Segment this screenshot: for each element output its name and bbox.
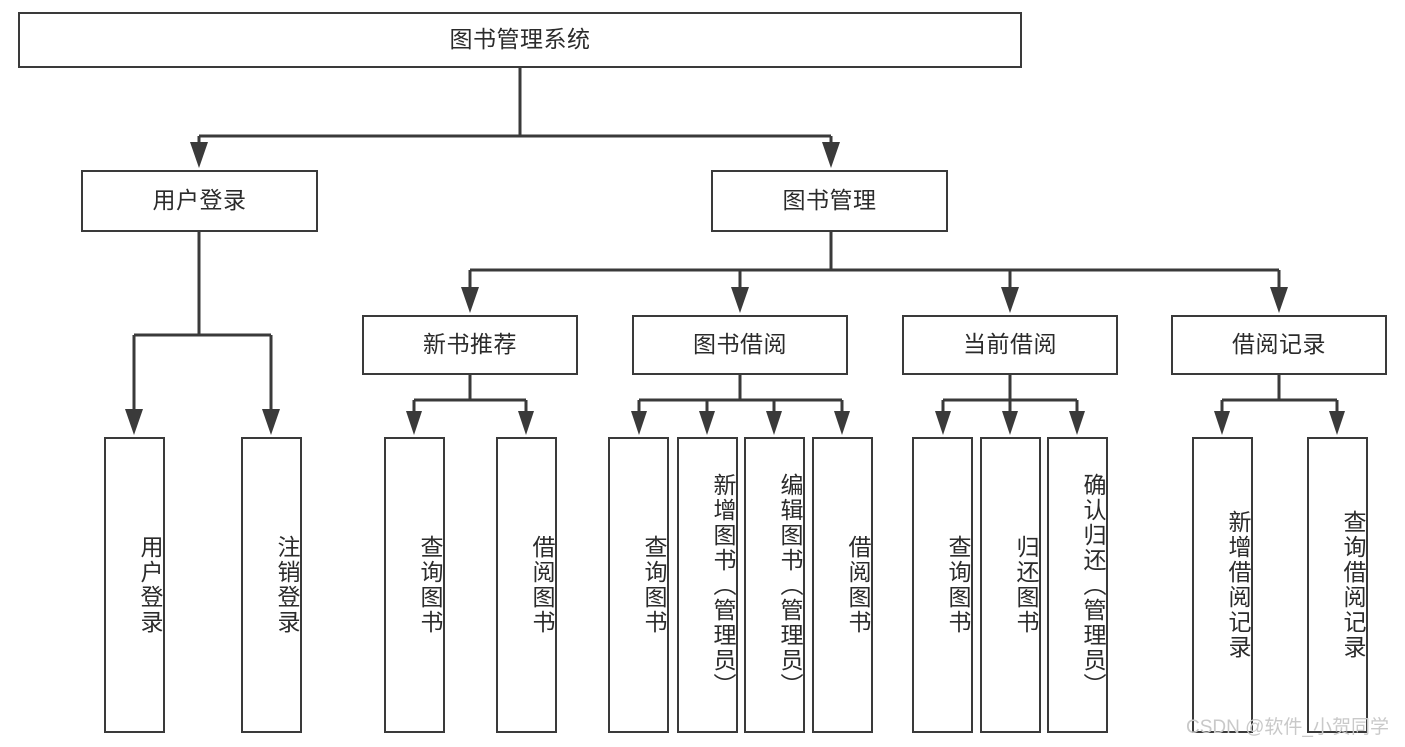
node-user-login[interactable]: 用户登录 <box>81 170 318 232</box>
leaf-label: 注销登录 <box>274 535 300 635</box>
arrow-current-leaf-1 <box>935 411 951 435</box>
leaf-confirm-return[interactable]: 确认归还（管理员） <box>1047 437 1108 733</box>
leaf-label: 借阅图书 <box>845 535 871 635</box>
node-borrow-record[interactable]: 借阅记录 <box>1171 315 1387 375</box>
arrow-userlogin-leaf-2 <box>262 409 280 435</box>
leaf-query-record[interactable]: 查询借阅记录 <box>1307 437 1368 733</box>
arrow-record-leaf-1 <box>1214 411 1230 435</box>
leaf-label: 归还图书 <box>1013 535 1039 635</box>
leaf-label: 借阅图书 <box>529 535 555 635</box>
arrow-record-leaf-2 <box>1329 411 1345 435</box>
arrow-to-user-login <box>190 142 208 168</box>
leaf-label: 用户登录 <box>137 535 163 635</box>
arrow-to-current <box>1001 287 1019 313</box>
arrow-to-borrow <box>731 287 749 313</box>
arrow-userlogin-leaf-1 <box>125 409 143 435</box>
csdn-watermark: CSDN @软件_小贺同学 <box>1186 717 1389 738</box>
node-book-borrow[interactable]: 图书借阅 <box>632 315 848 375</box>
leaf-edit-book[interactable]: 编辑图书（管理员） <box>744 437 805 733</box>
node-book-manage[interactable]: 图书管理 <box>711 170 948 232</box>
leaf-logout-login[interactable]: 注销登录 <box>241 437 302 733</box>
leaf-borrow-book[interactable]: 借阅图书 <box>812 437 873 733</box>
leaf-borrow-book-recommend[interactable]: 借阅图书 <box>496 437 557 733</box>
leaf-query-book-current[interactable]: 查询图书 <box>912 437 973 733</box>
leaf-label: 查询图书 <box>641 535 667 635</box>
arrow-current-leaf-3 <box>1069 411 1085 435</box>
arrow-current-leaf-2 <box>1002 411 1018 435</box>
leaf-label: 查询借阅记录 <box>1340 510 1366 660</box>
arrow-borrow-leaf-4 <box>834 411 850 435</box>
arrow-to-book-manage <box>822 142 840 168</box>
leaf-label: 新增图书（管理员） <box>710 472 736 698</box>
node-current-borrow[interactable]: 当前借阅 <box>902 315 1118 375</box>
leaf-label: 查询图书 <box>945 535 971 635</box>
leaf-user-login[interactable]: 用户登录 <box>104 437 165 733</box>
arrow-to-record <box>1270 287 1288 313</box>
arrow-borrow-leaf-3 <box>766 411 782 435</box>
leaf-label: 确认归还（管理员） <box>1080 472 1106 698</box>
leaf-label: 查询图书 <box>417 535 443 635</box>
leaf-label: 新增借阅记录 <box>1225 510 1251 660</box>
leaf-query-book-recommend[interactable]: 查询图书 <box>384 437 445 733</box>
arrow-recommend-leaf-1 <box>406 411 422 435</box>
arrow-recommend-leaf-2 <box>518 411 534 435</box>
leaf-query-book-borrow[interactable]: 查询图书 <box>608 437 669 733</box>
leaf-return-book[interactable]: 归还图书 <box>980 437 1041 733</box>
leaf-add-record[interactable]: 新增借阅记录 <box>1192 437 1253 733</box>
leaf-add-book[interactable]: 新增图书（管理员） <box>677 437 738 733</box>
arrow-to-recommend <box>461 287 479 313</box>
node-root[interactable]: 图书管理系统 <box>18 12 1022 68</box>
leaf-label: 编辑图书（管理员） <box>777 472 803 698</box>
node-new-book-recommend[interactable]: 新书推荐 <box>362 315 578 375</box>
arrow-borrow-leaf-1 <box>631 411 647 435</box>
arrow-borrow-leaf-2 <box>699 411 715 435</box>
